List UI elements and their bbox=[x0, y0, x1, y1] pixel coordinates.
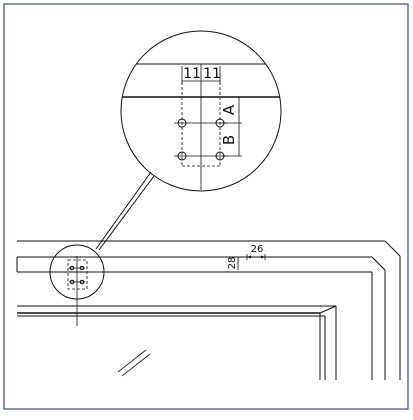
magnified-detail-circle: 11 11 A B bbox=[120, 30, 282, 192]
dim-left-11: 11 bbox=[183, 66, 201, 82]
dim-label-a: A bbox=[220, 104, 238, 115]
dim-right-11: 11 bbox=[203, 66, 221, 82]
dim-28: 28 bbox=[227, 257, 238, 270]
profile-dimensions: 26 28 bbox=[227, 244, 268, 270]
leader-line-1 bbox=[98, 175, 155, 251]
small-detail-circle bbox=[49, 244, 105, 326]
hole-top-left bbox=[177, 118, 187, 128]
dim-label-b: B bbox=[220, 135, 238, 145]
diagram-border bbox=[3, 3, 409, 410]
dim-26: 26 bbox=[251, 244, 264, 255]
hole-bottom-left bbox=[177, 151, 187, 161]
frame-profile bbox=[16, 240, 401, 380]
leader-line-2 bbox=[95, 171, 152, 250]
